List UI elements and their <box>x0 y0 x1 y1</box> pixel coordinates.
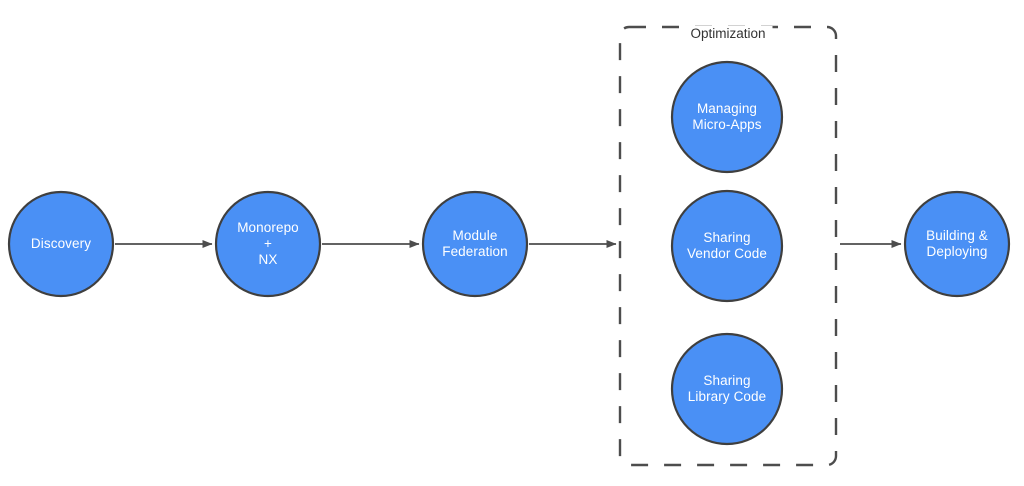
node-managing-micro-apps[interactable] <box>670 60 784 174</box>
node-sharing-vendor-code[interactable] <box>670 189 784 303</box>
group-label-optimization: Optimization <box>683 26 773 42</box>
node-monorepo-nx[interactable] <box>214 190 322 298</box>
node-sharing-library-code[interactable] <box>670 332 784 446</box>
node-module-federation[interactable] <box>421 190 529 298</box>
node-discovery[interactable] <box>7 190 115 298</box>
node-building-deploying[interactable] <box>903 190 1011 298</box>
